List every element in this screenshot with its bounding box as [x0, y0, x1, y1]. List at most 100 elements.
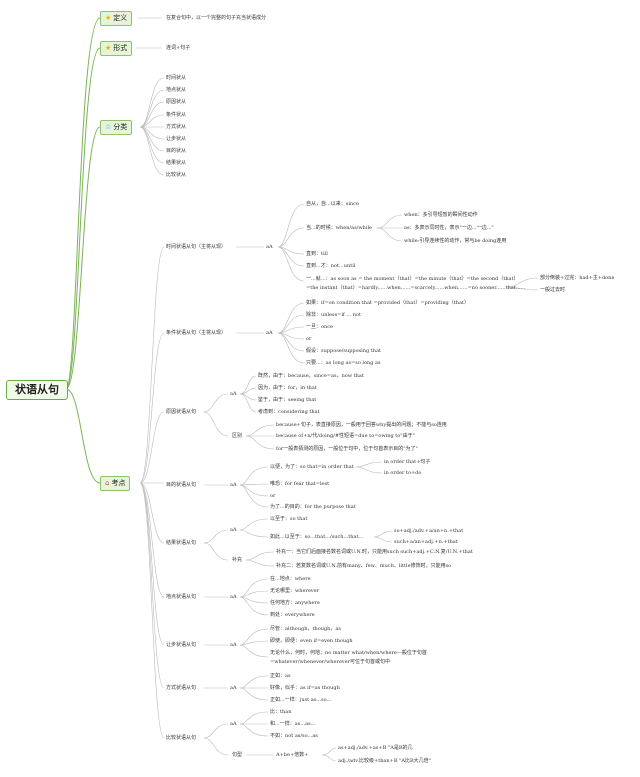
comparison-aa: aA — [230, 721, 237, 727]
condition-clause-label: 条件状语从句（主将从现） — [166, 330, 227, 336]
result-aa: aA — [230, 527, 237, 533]
category-item-5: 方式状从 — [166, 124, 187, 130]
category-item-8: 结果状从 — [166, 160, 187, 166]
place-item-2: 无论哪里：wherever — [270, 588, 319, 594]
place-item-1: 在...地点：where — [270, 576, 311, 582]
reason-diff-3: for一般表猜测的原因，一般位于句中，位于句首表示目的"为了" — [276, 446, 418, 452]
time-simple-past: 一般过去时 — [540, 287, 566, 293]
condition-item-2: 除非：unless=if ... not — [306, 312, 361, 318]
category-item-9: 比较状从 — [166, 172, 187, 178]
branch-definition-label: 定义 — [113, 14, 128, 22]
star-icon: ★ — [105, 44, 112, 52]
concession-aa: aA — [230, 642, 237, 648]
house-icon: ⌂ — [105, 479, 110, 487]
time-partial-inversion: 部分倒装+过完：had+主+done — [540, 275, 615, 281]
purpose-sub-1: in order that+句子 — [384, 459, 431, 465]
reason-difference: 区别 — [232, 433, 243, 439]
result-clause-label: 结果状语从句 — [166, 540, 197, 546]
condition-item-4: or — [306, 336, 312, 342]
reason-item-3: 鉴于，由于：seeing that — [258, 397, 317, 403]
comparison-item-2: 和...一样：as...as... — [270, 721, 316, 727]
category-item-4: 条件状从 — [166, 112, 187, 118]
condition-aa: aA — [266, 330, 273, 336]
branch-definition[interactable]: ★定义 — [100, 11, 133, 26]
star-outline-icon: ☆ — [105, 123, 112, 131]
time-as-soon-as: 一...就...：as soon as = the moment（that）=t… — [306, 276, 519, 282]
result-supp-2: 补充二：若复数名词或U.N.前有many、few、much、little修饰时，… — [276, 563, 452, 569]
comparison-item-3: 不如：not as/so...as — [270, 733, 318, 739]
place-aa: aA — [230, 594, 237, 600]
reason-item-2: 因为，由于：for，in that — [258, 385, 317, 391]
category-item-7: 目的状从 — [166, 148, 187, 154]
concession-item-2: 即使，即便：even if=even though — [270, 638, 353, 644]
concession-extra: =whatever/whenever/wherever可位于句首或句中 — [270, 659, 390, 665]
reason-aa: aA — [230, 391, 237, 397]
result-sub-2: such+a/an+adj.+n.+that — [394, 539, 458, 545]
comparison-sub-2: adj./adv.比较级+than+B "A比B大几倍" — [338, 758, 431, 764]
manner-clause-label: 方式状语从句 — [166, 685, 197, 691]
purpose-sub-2: in order to+do — [384, 470, 422, 476]
comparison-formula: A+be+倍数+ — [276, 752, 309, 758]
concession-clause-label: 让步状语从句 — [166, 642, 197, 648]
category-item-3: 原因状从 — [166, 99, 187, 105]
purpose-item-3: or — [270, 493, 276, 499]
manner-item-3: 正如...一样：just as...so... — [270, 697, 332, 703]
condition-item-3: 一旦：once — [306, 324, 333, 330]
condition-item-6: 只要...：as long as=so long as — [306, 360, 381, 366]
condition-item-5: 假设：suppose/supposing that — [306, 348, 382, 354]
concession-item-1: 尽管：although，though，as — [270, 626, 341, 632]
manner-item-1: 正如：as — [270, 673, 291, 679]
comparison-item-1: 比：than — [270, 709, 292, 715]
place-item-3: 任何地方：anywhere — [270, 600, 320, 606]
form-note: 连词+句子 — [166, 45, 191, 51]
time-as: as：多表示同时性，表示"一边...一边..." — [404, 225, 494, 231]
comparison-sub-1: as+adj./adv.+as+B "A是B的几 — [338, 745, 413, 751]
comparison-clause-label: 比较状语从句 — [166, 735, 197, 741]
definition-note: 在复合句中，以一个完整的句子充当状语成分 — [166, 15, 267, 21]
time-while: while:引导连续性的动作，常与be doing连用 — [404, 238, 507, 244]
branch-exam[interactable]: ⌂考点 — [100, 476, 131, 491]
time-aa: aA — [266, 244, 273, 250]
time-when: when：多引导短暂的瞬间性动作 — [404, 212, 478, 218]
manner-aa: aA — [230, 685, 237, 691]
reason-item-4: 考虑到：considering that — [258, 409, 320, 415]
concession-item-3: 无论什么，何时，何地：no matter what/when/where—般位于… — [270, 650, 427, 656]
time-until: 直到...才：not...until — [306, 263, 356, 269]
reason-clause-label: 原因状语从句 — [166, 409, 197, 415]
result-item-1: 以至于：so that — [270, 516, 308, 522]
purpose-aa: aA — [230, 482, 237, 488]
result-supp-1: 补充一：当它们后面接名数名词或U.N.时，只能用such such+adj.+C… — [276, 549, 473, 555]
branch-form-label: 形式 — [113, 44, 128, 52]
category-item-2: 地点状从 — [166, 87, 187, 93]
branch-category[interactable]: ☆分类 — [100, 120, 133, 135]
place-clause-label: 地点状语从句 — [166, 594, 197, 600]
time-since: 自从，自...以来：since — [306, 201, 359, 207]
time-when-group: 当...的时候：when/as/while — [306, 225, 373, 231]
condition-item-1: 如果：if=on condition that =provided（that）=… — [306, 300, 469, 306]
time-clause-label: 时间状语从句（主将从现） — [166, 244, 227, 250]
category-item-6: 让步状从 — [166, 136, 187, 142]
reason-diff-1: because+句子，表直接原因，一般用于回答why提出的问题；不能与so连用 — [276, 422, 447, 428]
root-node[interactable]: 状语从句 — [6, 380, 68, 400]
reason-item-1: 既然，由于：because，since=as，now that — [258, 373, 364, 379]
branch-category-label: 分类 — [113, 123, 128, 131]
branch-form[interactable]: ★形式 — [100, 41, 133, 56]
purpose-clause-label: 目的状语从句 — [166, 482, 197, 488]
time-as-soon-as-2: =the instant（that）=hardly......when.....… — [306, 285, 526, 291]
result-supplement: 补充 — [232, 557, 243, 563]
place-item-4: 到处：everywhere — [270, 612, 315, 618]
branch-exam-label: 考点 — [111, 479, 126, 487]
purpose-item-4: 为了...的目的：for the purpose that — [270, 504, 356, 510]
comparison-pattern: 句型 — [232, 752, 243, 758]
purpose-item-1: 以便，为了：so that=in order that — [270, 464, 354, 470]
result-sub-1: so+adj./adv.+a/an+n.+that — [394, 528, 464, 534]
purpose-item-2: 唯恐：for fear that=lest — [270, 481, 330, 487]
time-till: 直到：till — [306, 251, 328, 257]
reason-diff-2: because of+n/代/doing/#性短语=due to=owing t… — [276, 433, 415, 439]
result-item-2: 如此...以至于：so...that.../such...that... — [270, 534, 364, 540]
category-item-1: 时间状从 — [166, 75, 187, 81]
manner-item-2: 好像，似乎：as if=as though — [270, 685, 340, 691]
star-icon: ★ — [105, 14, 112, 22]
